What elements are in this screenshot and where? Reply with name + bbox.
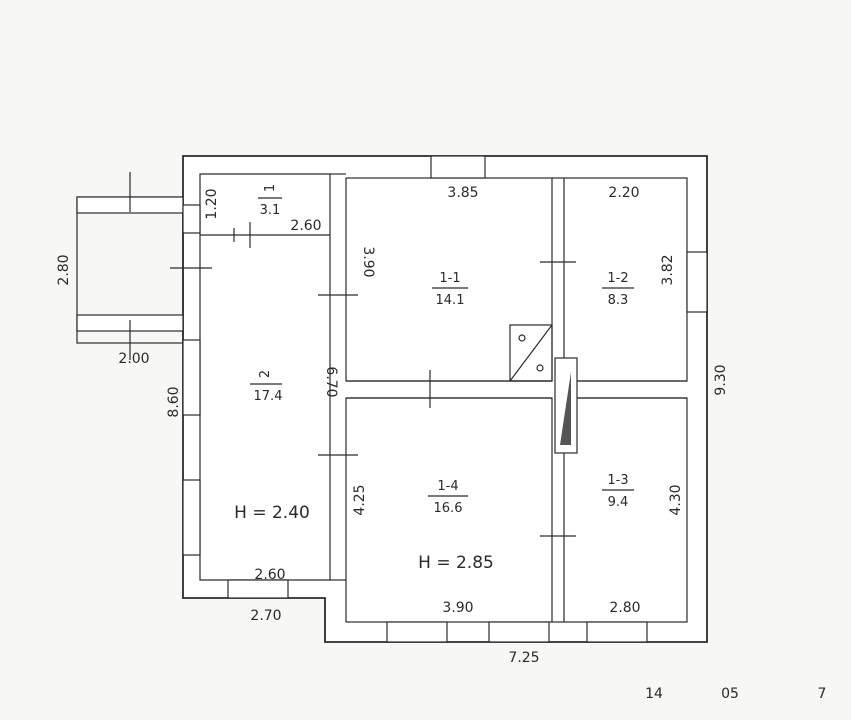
dim-425: 4.25: [352, 484, 368, 515]
porch: [76, 172, 184, 360]
room-area-2: 17.4: [254, 389, 283, 404]
room-area-1-3: 9.4: [608, 495, 629, 510]
dim-382: 3.82: [660, 254, 676, 285]
dim-220: 2.20: [608, 185, 639, 201]
room-number-1-2: 1-2: [607, 271, 628, 286]
room-area-1-4: 16.6: [434, 501, 463, 516]
footer-numbers: 14 05 7: [645, 686, 826, 702]
windows: [182, 155, 708, 643]
dim-385: 3.85: [447, 185, 478, 201]
dim-260-bottom: 2.60: [254, 567, 285, 583]
footer-number-b: 05: [721, 686, 739, 702]
dim-670: 6.70: [323, 366, 339, 397]
dim-930: 9.30: [713, 364, 729, 395]
room-labels: 1 3.1 2 17.4 1-1 14.1 1-2 8.3 1-3 9.4 1-…: [234, 184, 634, 573]
dim-200: 2.00: [118, 351, 149, 367]
dim-270: 2.70: [250, 608, 281, 624]
footer-number-a: 14: [645, 686, 663, 702]
dim-280-horizontal: 2.80: [609, 600, 640, 616]
room-number-1: 1: [263, 184, 278, 192]
ceiling-height-center: H = 2.85: [418, 553, 494, 573]
ceiling-height-left: H = 2.40: [234, 503, 310, 523]
dim-280-vertical: 2.80: [56, 254, 72, 285]
stove: [509, 324, 578, 454]
dim-260-top: 2.60: [290, 218, 321, 234]
room-number-2: 2: [258, 370, 273, 378]
room-area-1-1: 14.1: [436, 293, 465, 308]
dim-390-vertical: 3.90: [360, 246, 376, 277]
dim-430: 4.30: [668, 484, 684, 515]
footer-number-c: 7: [818, 686, 827, 702]
door-marks: [170, 222, 576, 537]
room-area-1-2: 8.3: [608, 293, 629, 308]
dimension-labels: 3.85 2.20 1.20 2.60 3.90 3.82 2.80 2.00 …: [56, 185, 729, 666]
room-area-1: 3.1: [260, 203, 281, 218]
room-number-1-3: 1-3: [607, 473, 628, 488]
dim-120: 1.20: [204, 188, 220, 219]
dim-725: 7.25: [508, 650, 539, 666]
dim-390-horizontal: 3.90: [442, 600, 473, 616]
room-number-1-1: 1-1: [439, 271, 460, 286]
room-number-1-4: 1-4: [437, 479, 458, 494]
dim-860: 8.60: [166, 386, 182, 417]
